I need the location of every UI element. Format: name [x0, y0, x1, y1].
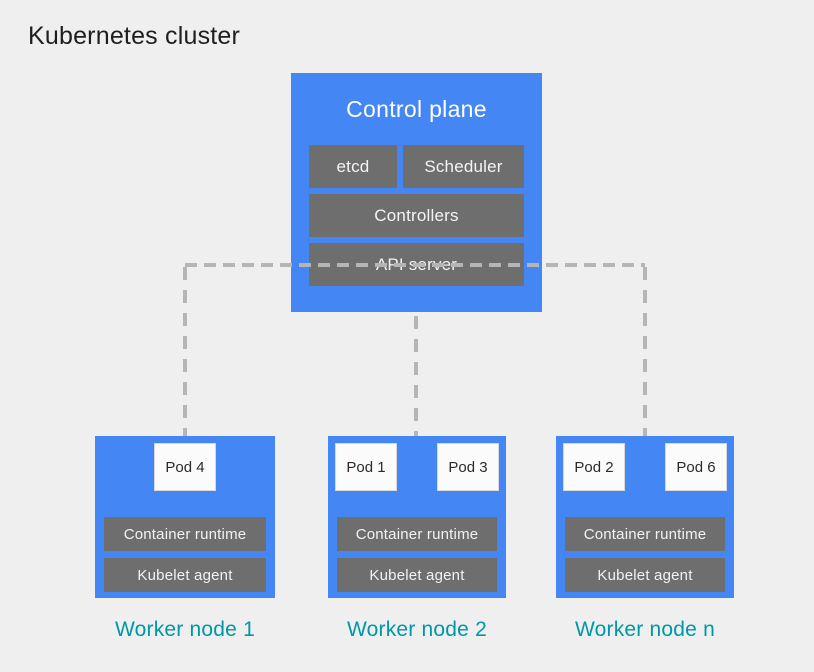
pod-3: Pod 3	[437, 443, 499, 491]
worker-node-1-label: Worker node 1	[115, 618, 255, 641]
pod-2: Pod 2	[563, 443, 625, 491]
container-runtime-box: Container runtime	[104, 517, 266, 551]
worker-node-n-box: Pod 2 Pod 6 Container runtime Kubelet ag…	[556, 436, 734, 598]
worker-node-n-label: Worker node n	[575, 618, 715, 641]
connector-vertical-line-center	[414, 316, 418, 437]
scheduler-box: Scheduler	[403, 145, 524, 188]
pod-row: Pod 2 Pod 6	[563, 443, 727, 491]
connector-vertical-line-left	[183, 267, 187, 436]
pod-4: Pod 4	[154, 443, 216, 491]
worker-node-1-box: Pod 4 Container runtime Kubelet agent	[95, 436, 275, 598]
pod-6: Pod 6	[665, 443, 727, 491]
control-plane-label: Control plane	[346, 95, 487, 122]
kubelet-agent-box: Kubelet agent	[565, 558, 725, 592]
worker-node-2-label: Worker node 2	[347, 618, 487, 641]
controllers-box: Controllers	[309, 194, 524, 237]
etcd-box: etcd	[309, 145, 397, 188]
kubelet-agent-box: Kubelet agent	[337, 558, 497, 592]
kubelet-agent-box: Kubelet agent	[104, 558, 266, 592]
connector-horizontal-line	[185, 263, 645, 267]
connector-vertical-line-right	[643, 267, 647, 436]
worker-node-2-box: Pod 1 Pod 3 Container runtime Kubelet ag…	[328, 436, 506, 598]
pod-row: Pod 4	[102, 443, 268, 491]
container-runtime-box: Container runtime	[565, 517, 725, 551]
container-runtime-box: Container runtime	[337, 517, 497, 551]
pod-row: Pod 1 Pod 3	[335, 443, 499, 491]
diagram-title: Kubernetes cluster	[28, 22, 241, 50]
control-plane-box: Control plane etcd Scheduler Controllers…	[291, 73, 542, 312]
pod-1: Pod 1	[335, 443, 397, 491]
